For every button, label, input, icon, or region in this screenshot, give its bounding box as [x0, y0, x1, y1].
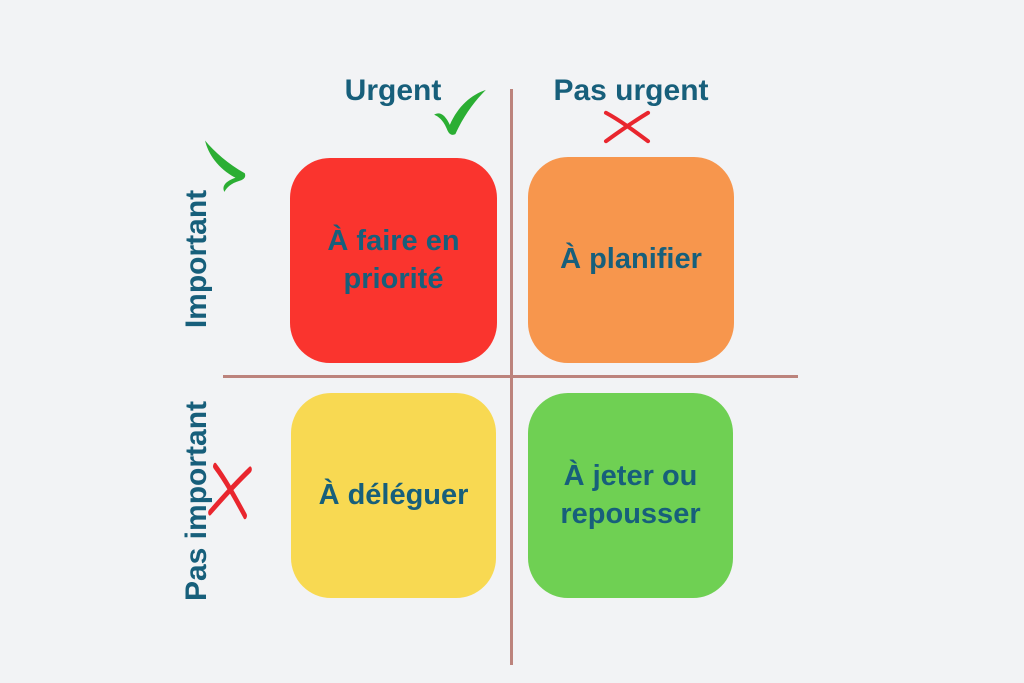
horizontal-axis-line: [223, 375, 798, 378]
important-check-icon: [199, 138, 250, 196]
quadrant-urgent-important: À faire en priorité: [290, 158, 497, 363]
column-header-pas-urgent: Pas urgent: [553, 74, 709, 107]
quadrant-pas-urgent-pas-important: À jeter ou repousser: [528, 393, 733, 598]
quadrant-urgent-pas-important: À déléguer: [291, 393, 496, 598]
pas-urgent-cross-icon: [602, 110, 652, 144]
row-header-important: Important: [180, 189, 213, 329]
quadrant-pas-urgent-important-label: À planifier: [560, 243, 702, 276]
urgent-check-icon: [431, 88, 489, 136]
column-header-urgent: Urgent: [344, 74, 442, 107]
pas-important-cross-icon: [206, 461, 254, 521]
quadrant-urgent-pas-important-label: À déléguer: [318, 478, 469, 511]
quadrant-pas-urgent-pas-important-label: À jeter ou repousser: [560, 459, 701, 530]
quadrant-pas-urgent-important: À planifier: [528, 157, 734, 363]
quadrant-urgent-important-label: À faire en priorité: [327, 224, 460, 295]
